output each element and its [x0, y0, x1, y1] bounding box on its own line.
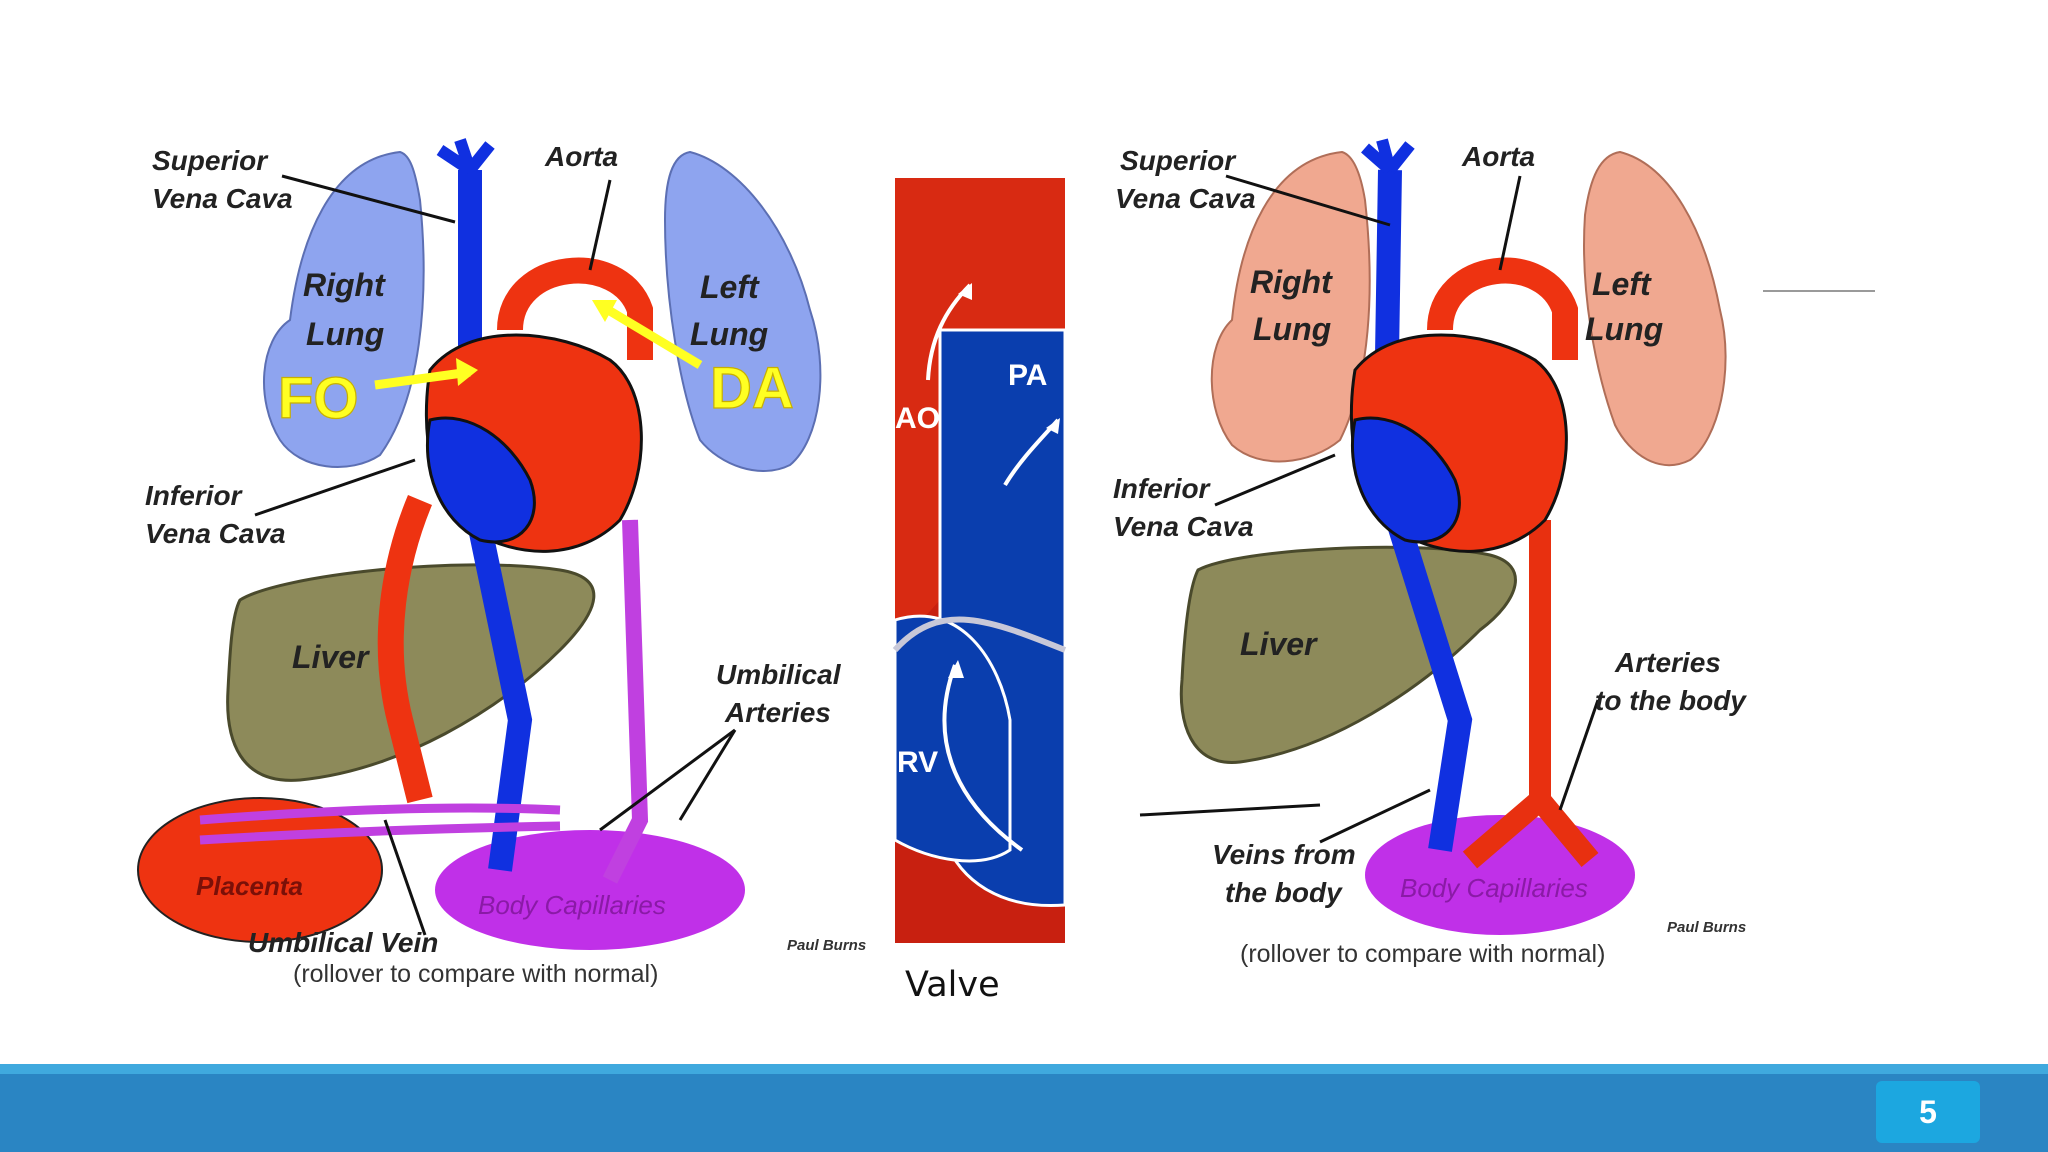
liver-label: Liver — [292, 639, 370, 675]
right-credit: Paul Burns — [1667, 919, 1746, 936]
arteries-to-body-label-line1: Arteries — [1614, 647, 1721, 678]
left-caption: (rollover to compare with normal) — [293, 960, 658, 988]
right-lung-normal-label-line2: Lung — [1253, 311, 1331, 347]
umbilical-arteries-label-line2: Arteries — [724, 697, 831, 728]
body-capillaries-normal-label: Body Capillaries — [1400, 873, 1588, 903]
ao-label: AO — [895, 402, 940, 435]
liver-normal-label: Liver — [1240, 626, 1318, 662]
right-lung-label-line2: Lung — [306, 316, 384, 352]
inferior-vena-cava-label-line1: Inferior — [145, 480, 244, 511]
footer-bar — [0, 1074, 2048, 1152]
inferior-vena-cava-label-line2: Vena Cava — [145, 518, 286, 549]
right-caption: (rollover to compare with normal) — [1240, 940, 1605, 968]
veins-from-body-label-line1: Veins from — [1212, 839, 1356, 870]
pa-label: PA — [1008, 359, 1047, 392]
fo-label: FO — [278, 366, 359, 431]
placenta-label: Placenta — [196, 871, 303, 901]
left-lung-label-line2: Lung — [690, 316, 768, 352]
valve-caption: Valve — [905, 965, 1000, 1005]
body-capillaries-label: Body Capillaries — [478, 890, 666, 920]
superior-vena-cava-normal-label-line1: Superior — [1120, 145, 1237, 176]
right-lung-label-line1: Right — [303, 267, 386, 303]
inferior-vena-cava-normal-label-line2: Vena Cava — [1113, 511, 1254, 542]
arteries-to-body-label-line2: to the body — [1595, 685, 1747, 716]
aorta-normal-label: Aorta — [1461, 141, 1535, 172]
right-lung-shape-normal — [1210, 150, 1371, 463]
da-label: DA — [710, 356, 794, 421]
superior-vena-cava-normal-label-line2: Vena Cava — [1115, 183, 1256, 214]
aorta-label: Aorta — [544, 141, 618, 172]
rv-label: RV — [897, 746, 938, 779]
inferior-vena-cava-normal-label-line1: Inferior — [1113, 473, 1212, 504]
left-lung-normal-label-line1: Left — [1592, 266, 1652, 302]
left-lung-normal-label-line2: Lung — [1585, 311, 1663, 347]
left-lung-shape — [663, 150, 822, 472]
footer-strip — [0, 1064, 2048, 1074]
right-lung-normal-label-line1: Right — [1250, 264, 1333, 300]
umbilical-vein-label: Umbilical Vein — [248, 927, 438, 958]
page-number-badge: 5 — [1876, 1081, 1980, 1143]
superior-vena-cava-label-line2: Vena Cava — [152, 183, 293, 214]
superior-vena-cava-label-line1: Superior — [152, 145, 269, 176]
left-lung-label-line1: Left — [700, 269, 760, 305]
veins-from-body-label-line2: the body — [1225, 877, 1343, 908]
umbilical-arteries-label-line1: Umbilical — [716, 659, 842, 690]
divider-line — [1763, 290, 1875, 292]
left-credit: Paul Burns — [787, 937, 866, 954]
left-lung-shape-normal — [1583, 150, 1727, 466]
